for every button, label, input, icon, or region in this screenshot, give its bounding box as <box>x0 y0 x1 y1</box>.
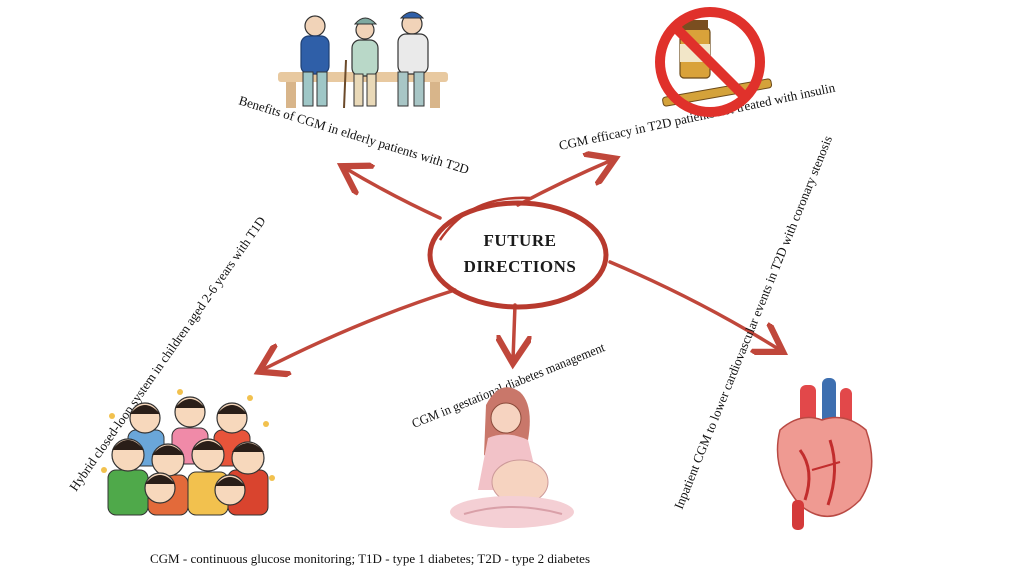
arrows <box>262 160 780 370</box>
arrow-elderly <box>345 168 442 220</box>
heart-icon <box>776 378 873 530</box>
pregnant-woman-icon <box>450 387 574 528</box>
arrow-no-insulin <box>516 160 612 207</box>
arrow-children <box>262 288 457 370</box>
center-title-line1: FUTURE <box>484 231 557 250</box>
children-group-icon <box>101 389 275 516</box>
center-node: FUTURE DIRECTIONS <box>427 196 609 310</box>
elderly-people-icon <box>278 11 448 109</box>
center-title-line2: DIRECTIONS <box>464 257 577 276</box>
footnote: CGM - continuous glucose monitoring; T1D… <box>150 551 590 566</box>
arrow-gestational <box>513 303 515 360</box>
arrow-inpatient <box>608 260 780 350</box>
no-insulin-icon <box>655 7 773 117</box>
label-no-insulin: CGM efficacy in T2D patients not treated… <box>558 80 837 153</box>
